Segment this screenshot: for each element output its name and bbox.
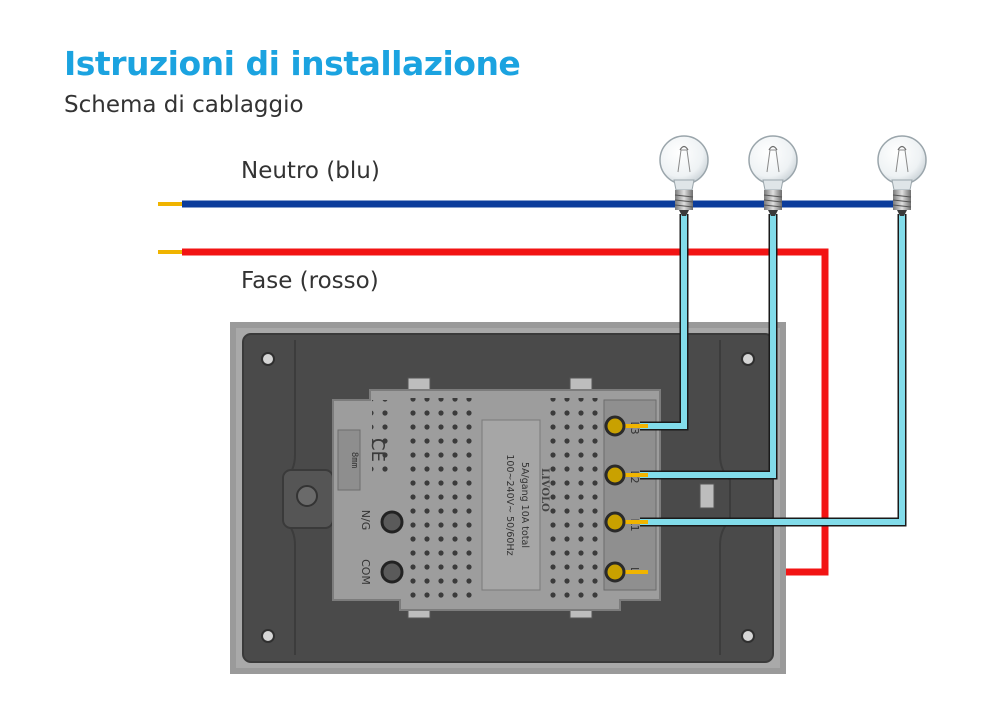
terminal-screw-icon <box>604 511 626 533</box>
switch-module: 8mm CE N/G COM 100~240V~ 50/60Hz 5A/gang… <box>332 389 661 611</box>
light-bulb-icon <box>659 135 709 216</box>
mount-hole-icon <box>261 352 275 366</box>
terminal-label-com: COM <box>359 559 372 585</box>
terminal-screw-icon <box>380 510 404 534</box>
terminal-screw-icon <box>380 560 404 584</box>
light-bulb-icon <box>877 135 927 216</box>
load-wire-3 <box>640 214 905 525</box>
rating-line-2: 5A/gang 10A total <box>519 462 530 548</box>
page-title: Istruzioni di installazione <box>64 44 521 83</box>
strip-length-mark: 8mm <box>349 452 359 468</box>
terminal-screw-icon <box>604 464 626 486</box>
load-wire-2 <box>640 214 776 478</box>
terminal-label-ng: N/G <box>359 510 372 530</box>
terminal-screw-icon <box>604 415 626 437</box>
brand-logo: LIVOLO <box>539 468 550 512</box>
mount-hole-icon <box>261 629 275 643</box>
phase-wire-label: Fase (rosso) <box>241 268 379 294</box>
mount-hole-icon <box>741 352 755 366</box>
mount-hole-icon <box>741 629 755 643</box>
neutral-wire-label: Neutro (blu) <box>241 158 380 184</box>
load-wire-1 <box>640 214 687 429</box>
terminal-screw-icon <box>604 561 626 583</box>
ce-mark: CE <box>367 438 388 462</box>
light-bulb-icon <box>748 135 798 216</box>
page-subtitle: Schema di cablaggio <box>64 92 304 118</box>
rating-line-1: 100~240V~ 50/60Hz <box>504 454 515 555</box>
right-terminal-screws <box>604 415 648 583</box>
